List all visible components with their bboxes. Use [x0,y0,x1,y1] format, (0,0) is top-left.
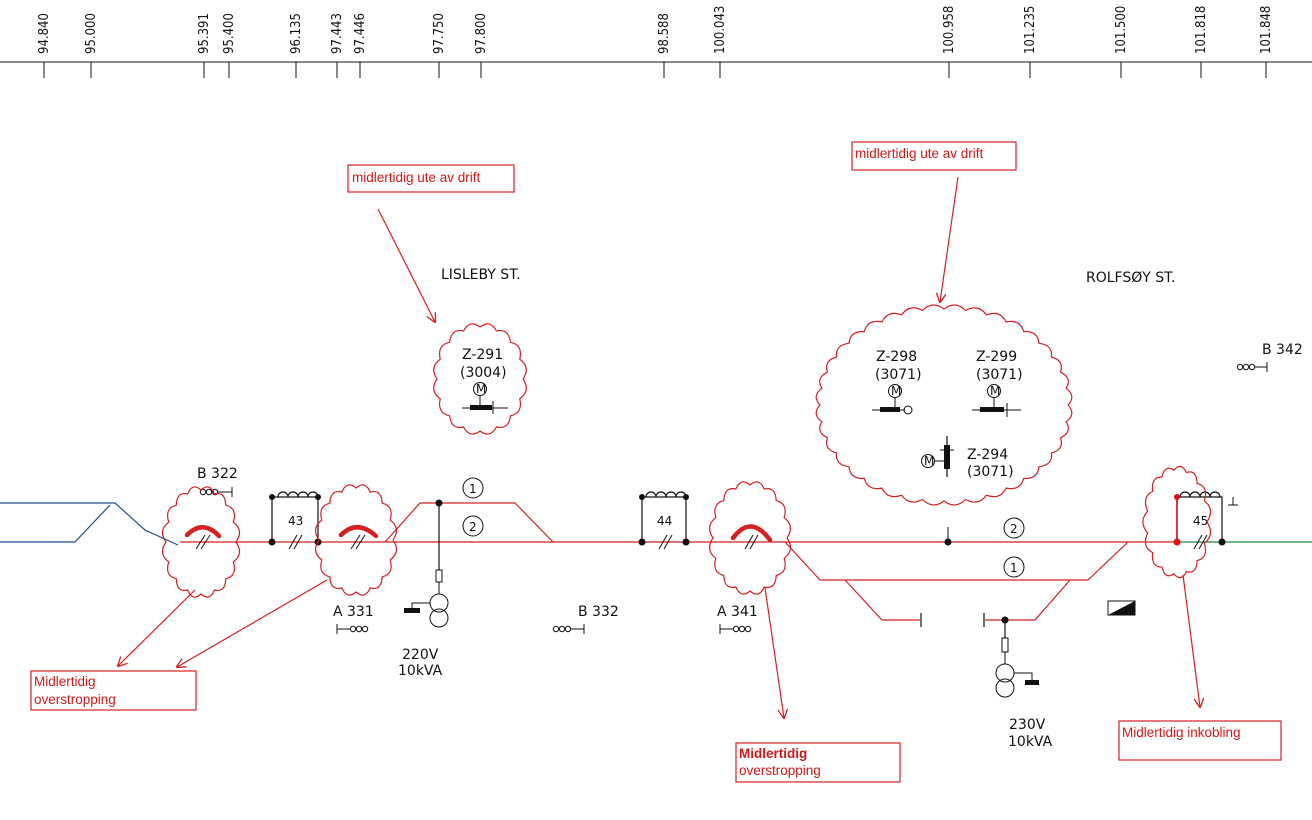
section-45: 45 [1173,491,1238,550]
cloud-rolfsoy-switches [815,304,1073,506]
motor-icon: M [990,384,1000,398]
track-layout [0,502,1312,627]
svg-text:1: 1 [469,482,477,496]
note-out-of-service-1: midlertidig ute av drift [347,164,515,193]
svg-text:A 341: A 341 [717,604,758,620]
note-out-of-service-2: midlertidig ute av drift [851,141,1017,171]
section-43-label: 43 [288,514,303,528]
km-marker-label: 100.958 [942,6,957,54]
km-marker-label: 97.800 [474,13,489,54]
motor-icon: M [476,382,486,396]
switch-z298: Z-298 (3071) M [872,349,922,415]
svg-text:(3071): (3071) [875,367,922,383]
km-marker-label: 100.043 [713,6,728,54]
section-43: 43 [268,491,322,550]
km-marker-label: 101.235 [1023,6,1038,54]
strapping-arc-2 [338,525,379,539]
section-44: 44 [638,491,690,550]
km-ruler: 94.840 95.000 95.391 95.400 96.135 97.443 97.4… [0,6,1312,78]
km-marker-label: 95.391 [197,13,212,54]
track-lisleby-loop [384,502,554,543]
transformer-2-power: 10kVA [1008,734,1053,750]
transformer-1-voltage: 220V [402,647,439,663]
track-blue-upper [0,502,179,546]
transformer-lisleby: 220V 10kVA [398,499,449,679]
svg-text:1: 1 [1010,561,1018,575]
svg-text:midlertidig ute av drift: midlertidig ute av drift [352,170,481,185]
svg-text:Z-294: Z-294 [967,447,1008,463]
km-marker-label: 96.135 [289,13,304,54]
signal-a341: A 341 [717,604,758,634]
track-blue-lower [0,504,111,543]
cloud-connection [1142,465,1212,579]
signal-a331: A 331 [333,604,374,634]
svg-text:2: 2 [469,520,477,534]
svg-text:Z-298: Z-298 [876,349,917,365]
svg-text:Midlertidig: Midlertidig [34,674,96,689]
km-marker-label: 101.848 [1259,6,1274,54]
note-strapping-2: Midlertidig overstropping [735,742,901,783]
svg-text:B 342: B 342 [1262,342,1303,358]
km-marker-label: 98.588 [657,13,672,54]
signal-b332: B 332 [552,604,619,634]
note-connection: Midlertidig inkobling [1118,720,1282,761]
note-strapping-1: Midlertidig overstropping [30,670,197,711]
track-number-rolfsoy-2: 2 [1003,517,1025,539]
svg-text:2: 2 [1010,522,1018,536]
strapping-arc-3 [730,524,773,543]
track-rolfsoy-siding-left [844,579,920,621]
transformer-1-power: 10kVA [398,663,443,679]
section-44-label: 44 [657,514,672,528]
svg-text:(3071): (3071) [967,464,1014,480]
km-marker-label: 97.443 [330,13,345,54]
svg-text:overstropping: overstropping [739,763,821,778]
svg-text:A 331: A 331 [333,604,374,620]
signal-b342: B 342 [1236,342,1303,372]
km-marker-label: 97.446 [353,13,368,54]
cloud-strapping-2 [314,484,398,596]
strapping-arc-1 [184,525,222,539]
neutral-section-marker [1107,600,1136,616]
signal-b322: B 322 [197,466,238,497]
transformer-2-voltage: 230V [1009,717,1046,733]
svg-text:Midlertidig inkobling: Midlertidig inkobling [1122,725,1241,740]
svg-text:(3004): (3004) [460,365,507,381]
svg-text:overstropping: overstropping [34,692,116,707]
km-marker-label: 95.000 [84,13,99,54]
svg-text:B 332: B 332 [578,604,619,620]
svg-text:Z-291: Z-291 [462,347,503,363]
cloud-strapping-3 [708,481,792,595]
motor-icon: M [891,384,901,398]
cloud-strapping-1 [161,486,241,598]
motor-icon: M [924,454,934,468]
station-rolfsoy-label: ROLFSØY ST. [1086,270,1176,286]
svg-text:midlertidig ute av drift: midlertidig ute av drift [855,146,984,161]
svg-text:Z-299: Z-299 [976,349,1017,365]
km-marker-label: 95.400 [222,13,237,54]
cloud-z291 [433,323,527,435]
km-marker-label: 94.840 [37,13,52,54]
track-rolfsoy-loop [784,541,1129,581]
station-lisleby-label: LISLEBY ST. [441,267,521,283]
section-45-label: 45 [1193,514,1208,528]
svg-text:B 322: B 322 [197,466,238,482]
switch-z299: Z-299 (3071) M [972,349,1023,417]
km-marker-label: 101.818 [1194,6,1209,54]
switch-z294: M Z-294 (3071) [921,436,1014,480]
switch-z291: Z-291 (3004) M [460,347,508,414]
transformer-rolfsoy: 230V 10kVA [995,616,1053,750]
svg-text:Midlertidig: Midlertidig [739,746,807,761]
leader-arrows [118,176,1200,718]
switch-z294-feed [944,527,952,546]
track-rolfsoy-siding-right [985,579,1071,621]
track-number-lisleby-1: 1 [462,477,484,499]
track-number-lisleby-2: 2 [462,515,484,537]
track-number-rolfsoy-1: 1 [1003,556,1025,578]
km-marker-label: 101.500 [1114,6,1129,54]
km-marker-label: 97.750 [432,13,447,54]
svg-text:(3071): (3071) [976,367,1023,383]
